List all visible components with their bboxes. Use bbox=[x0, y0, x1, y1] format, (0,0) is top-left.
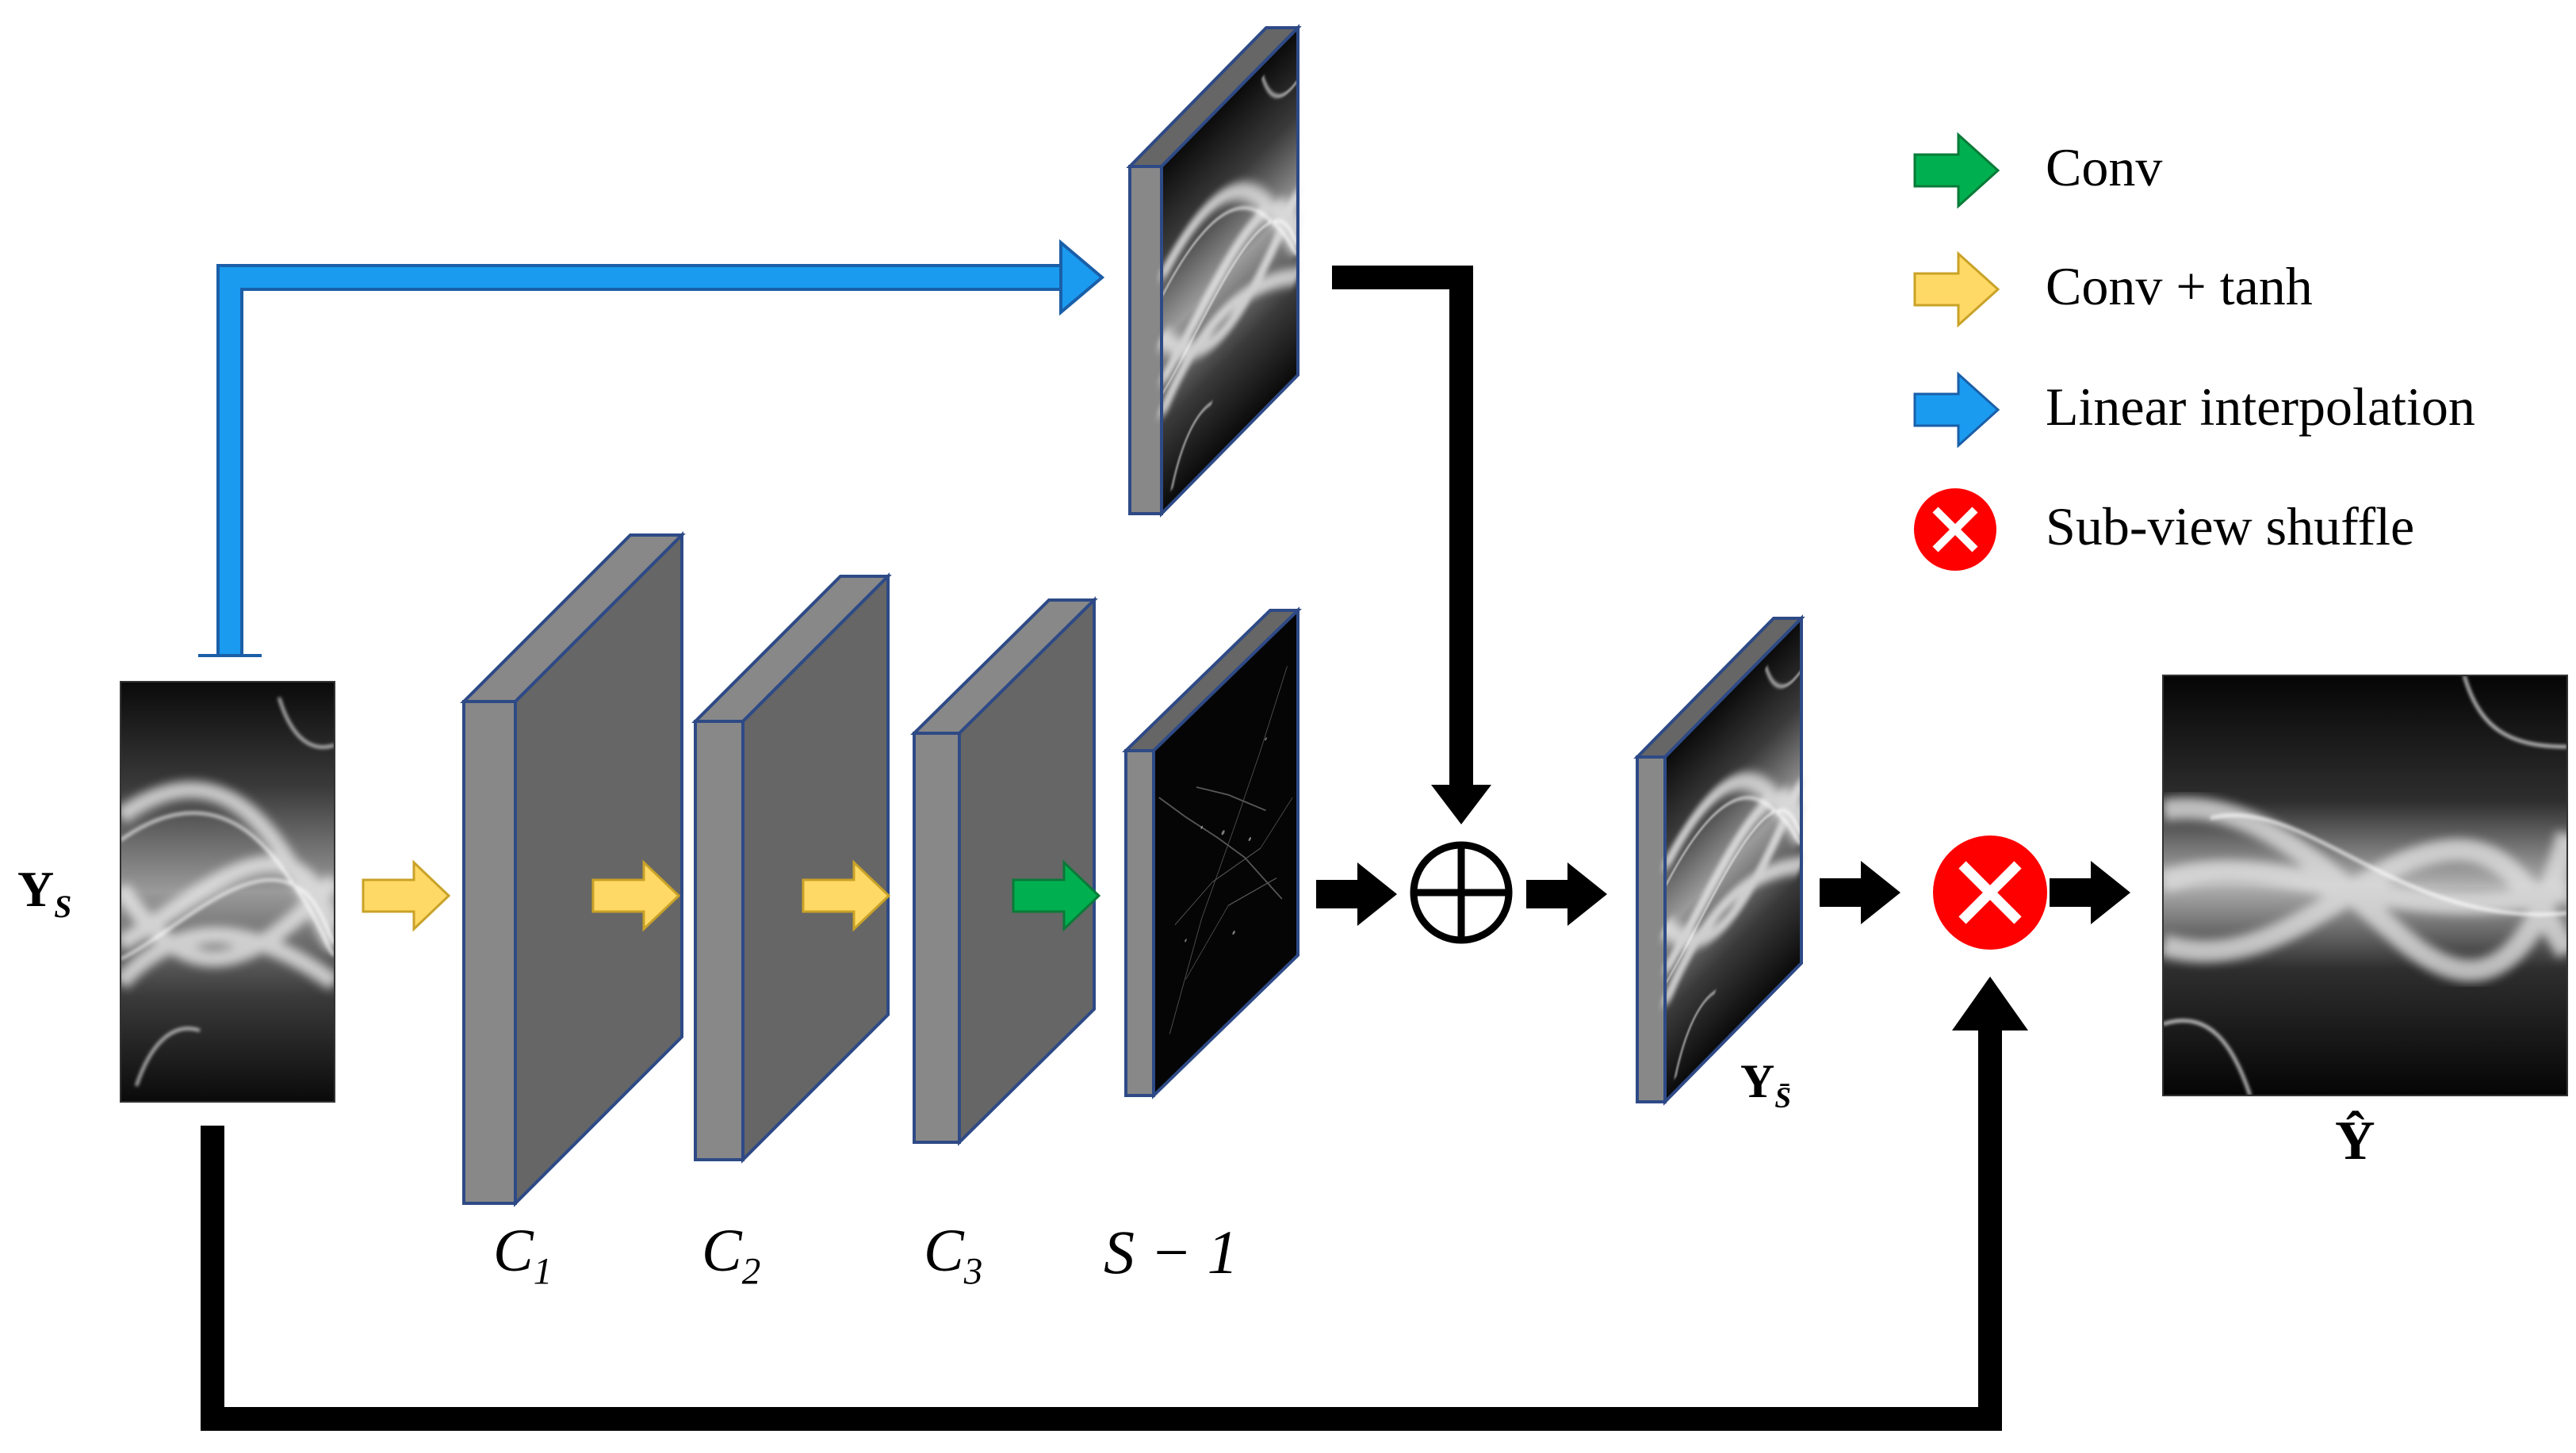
blue-arrow-icon bbox=[1913, 371, 2000, 449]
sub-view-shuffle-icon bbox=[1914, 488, 1996, 571]
green-arrow-icon bbox=[1913, 132, 2000, 209]
layer-label-c1-sub: 1 bbox=[533, 1251, 553, 1293]
sum-operator-icon bbox=[1410, 841, 1513, 944]
residual-to-sum-arrow bbox=[1316, 862, 1397, 926]
layer-label-c2-main: C bbox=[702, 1218, 742, 1284]
residual-label: S − 1 bbox=[1104, 1218, 1238, 1287]
layer-label-c1-main: C bbox=[493, 1218, 534, 1284]
skip-connection-path bbox=[201, 977, 2028, 1431]
conv-tanh-arrow-2 bbox=[591, 859, 681, 932]
frame-to-shuffle-arrow bbox=[1820, 861, 1900, 924]
conv-layer-c2 bbox=[691, 572, 892, 1164]
interp-label: YS̄ bbox=[1740, 1054, 1791, 1115]
legend-label-sub-view-shuffle: Sub-view shuffle bbox=[2046, 496, 2415, 556]
conv-layer-c3 bbox=[910, 596, 1098, 1146]
interpolated-frame-top bbox=[1126, 28, 1298, 514]
blue-arrow-head-icon bbox=[1059, 239, 1105, 316]
conv-arrow bbox=[1012, 859, 1101, 932]
residual-frame bbox=[1122, 606, 1302, 1099]
layer-label-c3: C3 bbox=[924, 1217, 982, 1293]
interp-label-main: Y bbox=[1740, 1055, 1775, 1107]
output-sinogram bbox=[2162, 675, 2568, 1096]
layer-label-c1: C1 bbox=[493, 1217, 552, 1293]
legend-label-linear-interpolation: Linear interpolation bbox=[2046, 377, 2475, 437]
sub-view-shuffle-operator-icon bbox=[1933, 835, 2047, 950]
legend-label-conv: Conv bbox=[2046, 137, 2163, 197]
skip-arrow-head-icon bbox=[1952, 977, 2028, 1030]
input-sinogram bbox=[120, 681, 335, 1103]
input-label-sub: S bbox=[54, 889, 72, 924]
input-label-main: Y bbox=[17, 861, 55, 917]
linear-interpolation-path bbox=[198, 239, 1105, 657]
yellow-arrow-icon bbox=[1913, 250, 2000, 328]
interp-to-sum-arrow bbox=[1332, 266, 1491, 824]
layer-label-c3-sub: 3 bbox=[963, 1251, 983, 1293]
layer-label-c2: C2 bbox=[702, 1217, 760, 1293]
conv-tanh-arrow-1 bbox=[362, 859, 451, 932]
layer-label-c3-main: C bbox=[924, 1218, 964, 1284]
legend-label-conv-tanh: Conv + tanh bbox=[2046, 256, 2313, 316]
conv-layer-c1 bbox=[460, 531, 686, 1207]
output-label: Ŷ bbox=[2335, 1111, 2375, 1172]
shuffle-to-output-arrow bbox=[2050, 861, 2130, 924]
input-label: YS bbox=[17, 860, 71, 925]
layer-label-c2-sub: 2 bbox=[741, 1251, 761, 1293]
interp-label-sub: S̄ bbox=[1774, 1082, 1792, 1115]
sum-to-frame-arrow bbox=[1526, 862, 1607, 926]
summed-frame bbox=[1633, 618, 1801, 1102]
conv-tanh-arrow-3 bbox=[802, 859, 891, 932]
